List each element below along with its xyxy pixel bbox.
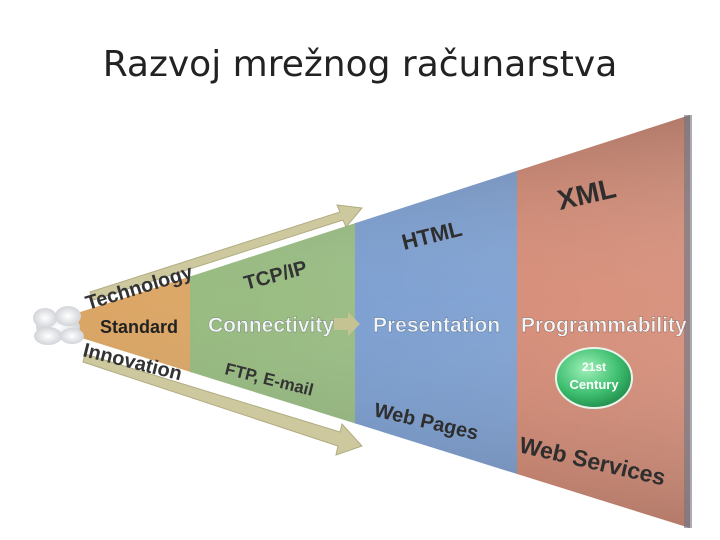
standard-axis-label: Standard bbox=[100, 317, 178, 337]
slide-title: Razvoj mrežnog računarstva bbox=[102, 44, 618, 85]
stage-label-presentation: Presentation bbox=[373, 314, 500, 337]
century-badge-line1: 21st bbox=[582, 360, 606, 374]
stage-label-programmability: Programmability bbox=[521, 314, 687, 337]
century-badge-line2: Century bbox=[569, 377, 619, 392]
cloud-icon bbox=[33, 306, 84, 345]
stage-label-connectivity: Connectivity bbox=[208, 314, 334, 337]
lower-arrow bbox=[82, 353, 363, 456]
upper-arrow bbox=[89, 204, 363, 301]
middle-arrow bbox=[334, 312, 360, 336]
century-badge: 21st Century bbox=[555, 347, 633, 409]
cone-edge bbox=[684, 115, 692, 528]
